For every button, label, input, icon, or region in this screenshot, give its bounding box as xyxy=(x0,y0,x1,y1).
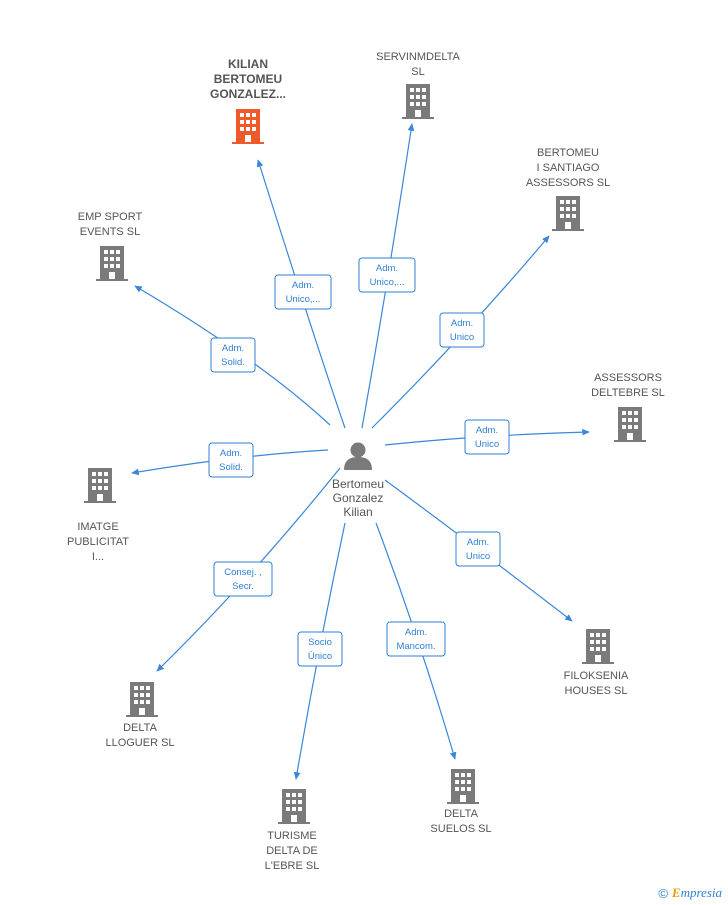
building-icon xyxy=(552,196,584,231)
building-icon xyxy=(582,629,614,664)
edge-label-line-1: Consej. , xyxy=(224,567,262,578)
company-label-line-1: SERVINMDELTA xyxy=(376,51,460,63)
edge-label-line-1: Adm. xyxy=(222,343,244,354)
edge-label-delta-lloguer[interactable]: Consej. , Secr. xyxy=(213,561,273,597)
edge-label-line-1: Adm. xyxy=(451,318,473,329)
edge-label-line-2: Unico xyxy=(475,439,499,450)
company-label-line-2: I SANTIAGO xyxy=(537,162,600,174)
company-node-turisme[interactable]: TURISME DELTA DE L'EBRE SL xyxy=(265,789,320,872)
company-node-filoksenia[interactable]: FILOKSENIA HOUSES SL xyxy=(564,629,629,697)
edge-label-line-1: Adm. xyxy=(292,280,314,291)
company-node-kilian[interactable]: KILIANBERTOMEUGONZALEZ... xyxy=(210,57,286,144)
edge-label-line-2: Secr. xyxy=(232,581,254,592)
company-label-line-1: DELTA xyxy=(444,808,478,820)
edge-label-line-2: Solid. xyxy=(219,462,243,473)
company-label-line-2: DELTEBRE SL xyxy=(591,387,665,399)
company-label-line-2: BERTOMEU xyxy=(214,72,282,86)
company-label-line-3: L'EBRE SL xyxy=(265,860,320,872)
company-label-line-1: IMATGE xyxy=(77,521,118,533)
company-node-delta-suelos[interactable]: DELTA SUELOS SL xyxy=(430,769,492,835)
building-icon xyxy=(84,468,116,503)
company-node-servinmdelta[interactable]: SERVINMDELTA SL xyxy=(376,51,461,119)
company-label-line-2: EVENTS SL xyxy=(80,226,141,238)
edge-label-delta-suelos[interactable]: Adm. Mancom. xyxy=(386,621,446,657)
company-label-line-1: ASSESSORS xyxy=(594,372,662,384)
company-label-line-2: PUBLICITAT xyxy=(67,536,129,548)
building-icon xyxy=(447,769,479,804)
copyright-icon: © xyxy=(658,885,668,901)
edge-label-line-1: Adm. xyxy=(376,263,398,274)
edge-label-line-2: Unico xyxy=(466,551,490,562)
company-label-line-3: GONZALEZ... xyxy=(210,87,286,101)
building-icon xyxy=(126,682,158,717)
center-name-line-3: Kilian xyxy=(343,505,372,519)
edge-label-filoksenia[interactable]: Adm. Unico xyxy=(455,531,501,567)
company-label-line-1: EMP SPORT xyxy=(78,211,143,223)
company-label-line-1: KILIAN xyxy=(228,57,268,71)
edge-label-kilian[interactable]: Adm. Unico,... xyxy=(274,274,332,310)
building-icon xyxy=(614,407,646,442)
edge-label-line-1: Adm. xyxy=(476,425,498,436)
edge-label-assessors-deltebre[interactable]: Adm. Unico xyxy=(464,419,510,455)
company-node-imatge[interactable]: IMATGE PUBLICITAT I... xyxy=(67,468,129,563)
company-label-line-2: LLOGUER SL xyxy=(105,737,174,749)
building-icon xyxy=(402,84,434,119)
company-node-assessors-deltebre[interactable]: ASSESSORS DELTEBRE SL xyxy=(591,372,665,442)
company-node-delta-lloguer[interactable]: DELTA LLOGUER SL xyxy=(105,682,175,749)
building-icon xyxy=(232,109,264,144)
footer-brand: © Empresia xyxy=(658,885,722,901)
company-label-line-1: DELTA xyxy=(123,722,157,734)
edge-label-line-2: Solid. xyxy=(221,357,245,368)
edge-label-imatge[interactable]: Adm. Solid. xyxy=(208,442,254,478)
company-label-line-2: SUELOS SL xyxy=(430,823,491,835)
center-name-line-2: Gonzalez xyxy=(333,491,384,505)
company-label-line-1: BERTOMEU xyxy=(537,147,599,159)
edge-label-line-2: Único xyxy=(308,651,332,662)
company-label-line-2: SL xyxy=(411,66,424,78)
company-node-emp-sport[interactable]: EMP SPORT EVENTS SL xyxy=(78,211,143,281)
company-label-line-1: FILOKSENIA xyxy=(564,670,629,682)
person-icon xyxy=(344,442,372,470)
edge-kilian xyxy=(256,159,346,429)
edge-label-line-2: Unico,... xyxy=(286,294,321,305)
edge-label-line-1: Adm. xyxy=(220,448,242,459)
company-label-line-2: DELTA DE xyxy=(266,845,318,857)
edge-label-line-1: Adm. xyxy=(405,627,427,638)
edge-label-line-1: Adm. xyxy=(467,537,489,548)
center-person-node[interactable]: Bertomeu Gonzalez Kilian xyxy=(332,442,384,520)
center-name-line-1: Bertomeu xyxy=(332,477,384,491)
company-label-line-2: HOUSES SL xyxy=(565,685,628,697)
brand-logo[interactable]: Empresia xyxy=(671,885,722,900)
edge-label-line-2: Mancom. xyxy=(396,641,435,652)
company-label-line-3: I... xyxy=(92,551,104,563)
building-icon xyxy=(278,789,310,824)
company-node-bertomeu-santiago[interactable]: BERTOMEU I SANTIAGO ASSESSORS SL xyxy=(526,147,610,231)
edge-label-servinmdelta[interactable]: Adm. Unico,... xyxy=(358,257,416,293)
company-label-line-1: TURISME xyxy=(267,830,317,842)
company-label-line-3: ASSESSORS SL xyxy=(526,177,610,189)
edge-label-line-2: Unico xyxy=(450,332,474,343)
edge-label-emp-sport[interactable]: Adm. Solid. xyxy=(210,337,256,373)
building-icon xyxy=(96,246,128,281)
edge-label-line-1: Socio xyxy=(308,637,332,648)
edge-label-line-2: Unico,... xyxy=(370,277,405,288)
edge-label-bertomeu-santiago[interactable]: Adm. Unico xyxy=(439,312,485,348)
